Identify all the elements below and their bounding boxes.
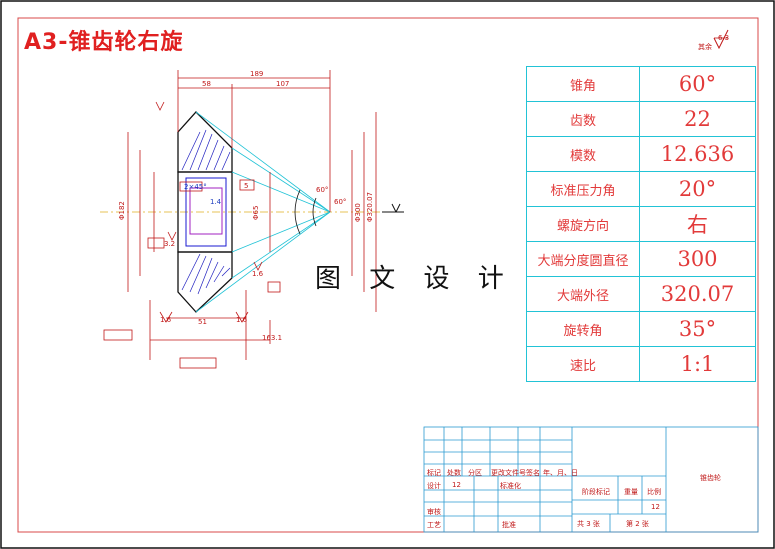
tb-scale: 比例 xyxy=(647,488,661,496)
param-label: 模数 xyxy=(526,136,640,172)
param-label: 大端外径 xyxy=(526,276,640,312)
dim-label: 60° xyxy=(334,198,346,206)
roughness-label: 其余 xyxy=(698,43,712,51)
param-value: 320.07 xyxy=(639,276,756,312)
drawing-title: A3-锥齿轮右旋 xyxy=(24,30,184,55)
tb-total-sheets: 共 3 张 xyxy=(577,520,600,528)
hub-outline xyxy=(177,171,233,253)
param-value: 1:1 xyxy=(639,346,756,382)
dim-label: 58 xyxy=(202,80,211,88)
dim-label: Φ320.07 xyxy=(366,192,374,222)
tb-header-file: 更改文件号 xyxy=(491,469,526,477)
upper-tooth xyxy=(177,111,233,173)
inner-frame xyxy=(17,17,759,533)
dim-label: 1.6 xyxy=(160,316,172,324)
dim-label: 2×45° xyxy=(184,183,207,191)
tb-standardize: 标准化 xyxy=(500,482,521,490)
dim-label: Φ300 xyxy=(354,203,362,222)
dim-label: 51 xyxy=(198,318,207,326)
dim-label: 3.2 xyxy=(164,240,175,248)
dim-label: 189 xyxy=(250,70,263,78)
tb-date: 12 xyxy=(452,481,461,489)
tb-stage-mark: 阶段标记 xyxy=(582,488,610,496)
param-value: 20° xyxy=(639,171,756,207)
param-label: 标准压力角 xyxy=(526,171,640,207)
tb-sheet-no: 第 2 张 xyxy=(626,520,649,528)
param-label: 旋转角 xyxy=(526,311,640,347)
roughness-marks xyxy=(155,101,263,323)
tb-scale-value: 12 xyxy=(651,503,660,511)
dim-label: Φ182 xyxy=(118,201,126,220)
tb-header-sign: 签名 xyxy=(526,469,540,477)
keyway-outline xyxy=(189,187,223,235)
dim-label: 1.6 xyxy=(236,316,248,324)
tb-design: 设计 xyxy=(427,482,441,490)
dim-label: 60° xyxy=(316,186,328,194)
param-value: 22 xyxy=(639,101,756,137)
tb-process: 工艺 xyxy=(427,521,441,529)
dim-label: 163.1 xyxy=(262,334,282,342)
tb-part-name: 锥齿轮 xyxy=(700,474,721,482)
param-value: 60° xyxy=(639,66,756,102)
dimension-texts: 189 107 58 Φ182 Φ300 Φ320.07 Φ65 60° 60°… xyxy=(118,70,374,342)
param-label: 速比 xyxy=(526,346,640,382)
dim-label: 107 xyxy=(276,80,289,88)
title-block-grid xyxy=(423,426,759,533)
param-row: 螺旋方向右 xyxy=(526,206,756,242)
dim-label: 5 xyxy=(244,182,248,190)
dim-label: 1.4 xyxy=(210,198,222,206)
tb-header-date: 年、月、日 xyxy=(543,469,578,477)
angle-arc-2 xyxy=(312,197,317,227)
dim-label: Φ65 xyxy=(252,206,260,220)
dim-label: 1.6 xyxy=(252,270,264,278)
tb-review: 审核 xyxy=(427,508,441,516)
param-label: 齿数 xyxy=(526,101,640,137)
hatching-upper xyxy=(181,129,231,171)
param-label: 大端分度圆直径 xyxy=(526,241,640,277)
tb-approve: 批准 xyxy=(502,521,516,529)
dimension-lines xyxy=(127,70,377,360)
roughness-value: 6.3 xyxy=(718,34,730,42)
tolerance-frames xyxy=(103,179,281,369)
tb-header-mark: 标记 xyxy=(427,469,441,477)
watermark-text: 图 文 设 计 xyxy=(315,264,514,294)
param-label: 螺旋方向 xyxy=(526,206,640,242)
y-marker xyxy=(382,203,404,213)
roughness-symbol xyxy=(713,29,729,50)
param-label: 锥角 xyxy=(526,66,640,102)
bore-outline xyxy=(185,177,227,247)
gear-section-drawing xyxy=(100,70,404,369)
param-value: 右 xyxy=(639,206,756,242)
tb-weight: 重量 xyxy=(624,488,638,496)
tb-header-zone: 分区 xyxy=(468,469,482,477)
tb-header-count: 处数 xyxy=(447,469,461,477)
param-value: 12.636 xyxy=(639,136,756,172)
hatching-lower xyxy=(181,253,231,295)
param-value: 35° xyxy=(639,311,756,347)
param-value: 300 xyxy=(639,241,756,277)
angle-arc-1 xyxy=(294,189,301,235)
